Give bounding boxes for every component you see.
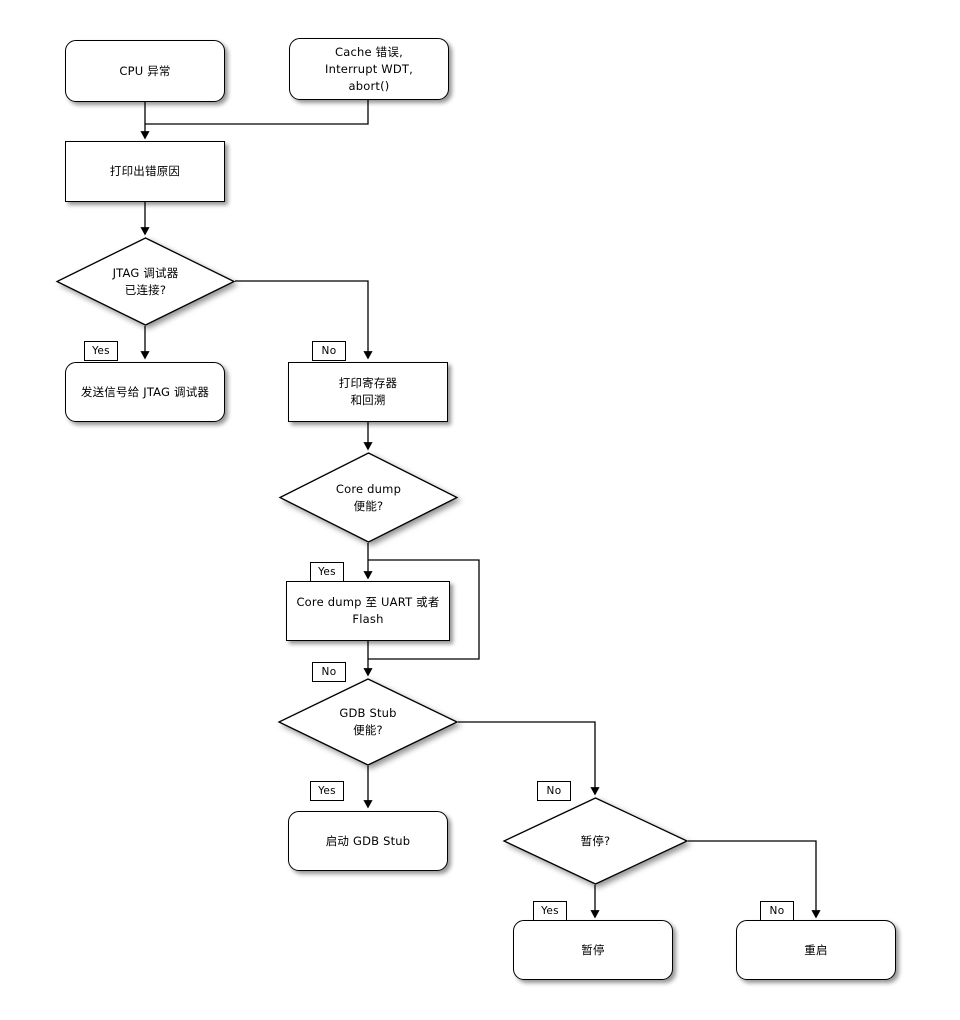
edge-label-jtag-no: No [312,341,346,361]
edge-cache-to-print [145,100,369,125]
node-cache-error-label: Cache 错误, Interrupt WDT, abort() [325,44,413,93]
node-print-error-reason[interactable]: 打印出错原因 [65,141,225,202]
node-gdbstub-enabled-label: GDB Stub 便能? [339,706,397,737]
node-cpu-exception[interactable]: CPU 异常 [65,40,225,102]
node-signal-jtag[interactable]: 发送信号给 JTAG 调试器 [65,362,225,422]
node-print-registers[interactable]: 打印寄存器 和回溯 [288,362,448,422]
node-halt-question-label: 暂停? [580,833,611,848]
node-start-gdbstub[interactable]: 启动 GDB Stub [288,811,448,871]
edge-jtag-no [235,280,373,360]
node-jtag-connected-label: JTAG 调试器 已连接? [112,265,179,297]
node-gdbstub-enabled[interactable]: GDB Stub 便能? [277,678,459,766]
node-reboot-label: 重启 [804,942,828,957]
node-jtag-connected[interactable]: JTAG 调试器 已连接? [55,237,236,326]
node-cpu-exception-label: CPU 异常 [119,63,171,78]
node-start-gdbstub-label: 启动 GDB Stub [325,833,411,848]
edge-gdbstub-no [458,721,600,796]
node-coredump-to-uart[interactable]: Core dump 至 UART 或者 Flash [286,581,450,641]
edge-label-gdbstub-yes: Yes [310,781,344,801]
edge-coredump-no [368,559,480,660]
node-signal-jtag-label: 发送信号给 JTAG 调试器 [80,384,210,399]
edge-halt-no [688,840,821,919]
node-coredump-enabled-label: Core dump 便能? [335,481,402,513]
edge-label-coredump-yes: Yes [310,562,344,582]
node-halt[interactable]: 暂停 [513,920,673,980]
edge-label-jtag-yes: Yes [84,341,118,361]
node-print-error-reason-label: 打印出错原因 [109,164,181,178]
edge-label-gdbstub-no: No [537,781,571,801]
edge-label-halt-no: No [760,901,794,921]
node-coredump-enabled[interactable]: Core dump 便能? [278,452,459,543]
node-halt-label: 暂停 [581,942,605,957]
edge-label-coredump-no: No [312,662,346,682]
edge-label-halt-yes: Yes [533,901,567,921]
node-cache-error[interactable]: Cache 错误, Interrupt WDT, abort() [289,38,449,100]
node-print-registers-label: 打印寄存器 和回溯 [338,376,398,407]
node-halt-question[interactable]: 暂停? [502,797,689,885]
node-coredump-to-uart-label: Core dump 至 UART 或者 Flash [296,595,440,626]
node-reboot[interactable]: 重启 [736,920,896,980]
